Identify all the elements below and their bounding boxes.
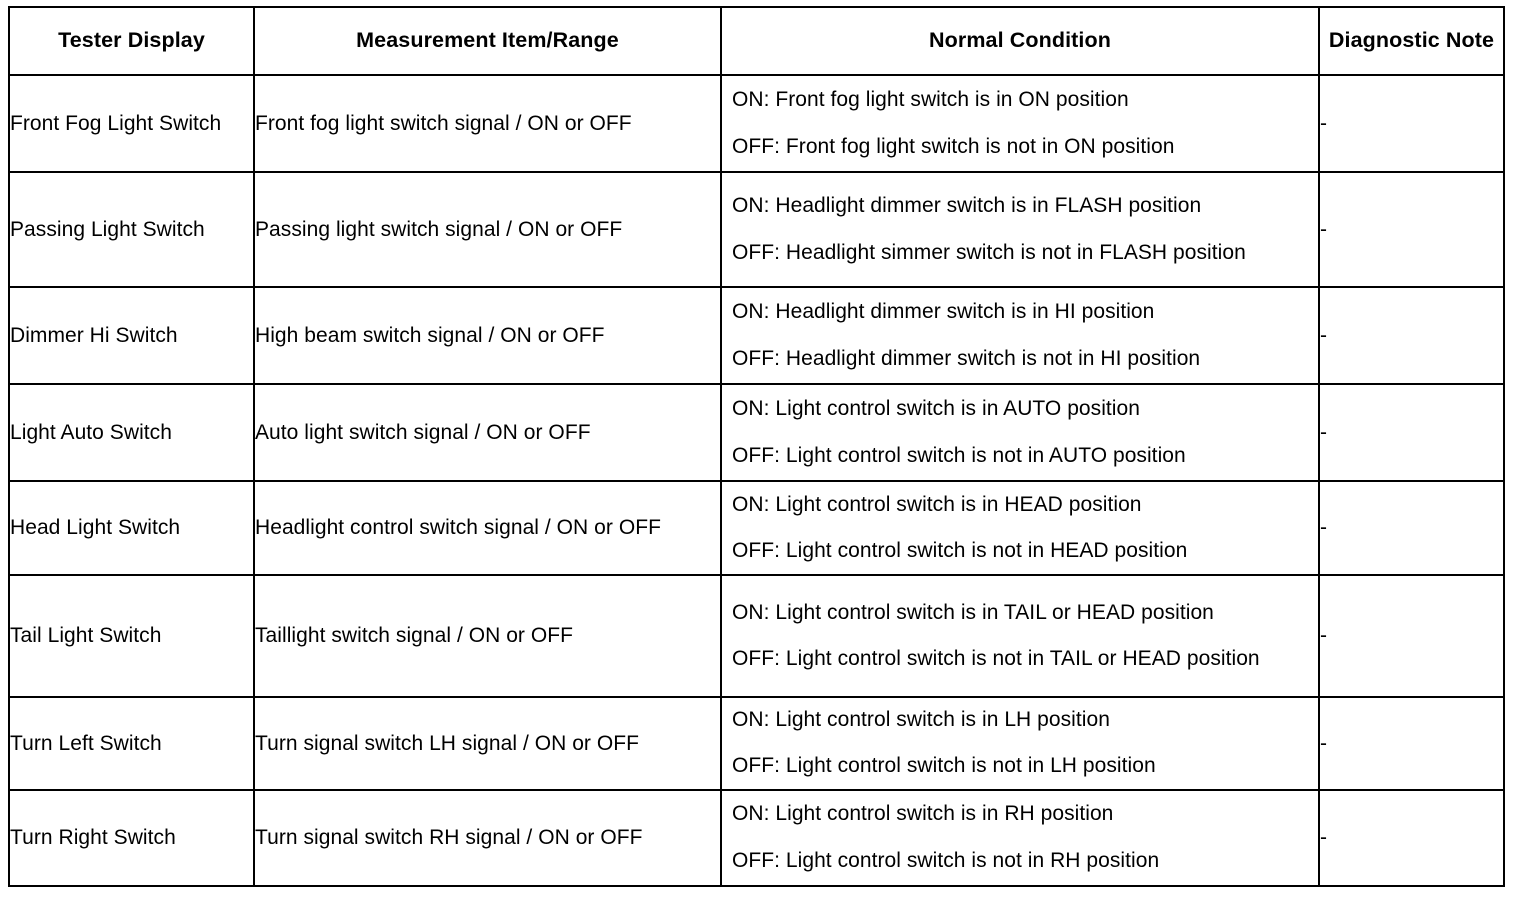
cell-diagnostic-note: - [1318, 696, 1505, 791]
condition-off-line: OFF: Headlight simmer switch is not in F… [732, 240, 1246, 264]
cell-tester-display: Head Light Switch [8, 480, 255, 576]
cell-tester-display: Front Fog Light Switch [8, 74, 255, 173]
condition-on-line: ON: Light control switch is in RH positi… [732, 802, 1114, 826]
cell-measurement: Front fog light switch signal / ON or OF… [253, 74, 722, 173]
column-header-diagnostic-note: Diagnostic Note [1318, 6, 1505, 76]
table-header: Tester Display Measurement Item/Range No… [8, 6, 1505, 76]
condition-off-line: OFF: Light control switch is not in TAIL… [732, 647, 1260, 670]
cell-measurement: Taillight switch signal / ON or OFF [253, 574, 722, 698]
condition-on-line: ON: Light control switch is in AUTO posi… [732, 397, 1140, 421]
column-header-normal-condition: Normal Condition [720, 6, 1320, 76]
table-body: Front Fog Light Switch Front fog light s… [8, 74, 1505, 887]
cell-normal-condition: ON: Light control switch is in RH positi… [720, 788, 1320, 887]
condition-off-line: OFF: Light control switch is not in RH p… [732, 848, 1160, 872]
cell-diagnostic-note: - [1318, 286, 1505, 385]
tester-display-spec-table: Tester Display Measurement Item/Range No… [8, 6, 1505, 887]
cell-normal-condition: ON: Headlight dimmer switch is in HI pos… [720, 286, 1320, 385]
condition-off-line: OFF: Headlight dimmer switch is not in H… [732, 346, 1201, 370]
table-row: Turn Left Switch Turn signal switch LH s… [8, 696, 1505, 791]
table-row: Passing Light Switch Passing light switc… [8, 171, 1505, 288]
condition-off-line: OFF: Light control switch is not in HEAD… [732, 539, 1188, 562]
table-row: Turn Right Switch Turn signal switch RH … [8, 788, 1505, 887]
cell-measurement: Headlight control switch signal / ON or … [253, 480, 722, 576]
condition-on-line: ON: Light control switch is in HEAD posi… [732, 492, 1142, 516]
cell-normal-condition: ON: Front fog light switch is in ON posi… [720, 74, 1320, 173]
table-header-row: Tester Display Measurement Item/Range No… [8, 6, 1505, 76]
cell-tester-display: Turn Left Switch [8, 696, 255, 791]
column-header-measurement-item-range: Measurement Item/Range [253, 6, 722, 76]
cell-tester-display: Passing Light Switch [8, 171, 255, 288]
cell-measurement: Passing light switch signal / ON or OFF [253, 171, 722, 288]
cell-normal-condition: ON: Light control switch is in TAIL or H… [720, 574, 1320, 698]
condition-on-line: ON: Front fog light switch is in ON posi… [732, 88, 1129, 112]
cell-diagnostic-note: - [1318, 574, 1505, 698]
cell-diagnostic-note: - [1318, 383, 1505, 482]
table-row: Light Auto Switch Auto light switch sign… [8, 383, 1505, 482]
table-row: Tail Light Switch Taillight switch signa… [8, 574, 1505, 698]
column-header-tester-display: Tester Display [8, 6, 255, 76]
condition-on-line: ON: Light control switch is in TAIL or H… [732, 600, 1214, 624]
cell-measurement: Auto light switch signal / ON or OFF [253, 383, 722, 482]
cell-tester-display: Light Auto Switch [8, 383, 255, 482]
condition-off-line: OFF: Front fog light switch is not in ON… [732, 134, 1175, 158]
cell-diagnostic-note: - [1318, 171, 1505, 288]
cell-diagnostic-note: - [1318, 74, 1505, 173]
cell-normal-condition: ON: Headlight dimmer switch is in FLASH … [720, 171, 1320, 288]
condition-on-line: ON: Headlight dimmer switch is in FLASH … [732, 194, 1202, 218]
condition-on-line: ON: Headlight dimmer switch is in HI pos… [732, 300, 1155, 324]
cell-normal-condition: ON: Light control switch is in AUTO posi… [720, 383, 1320, 482]
cell-normal-condition: ON: Light control switch is in HEAD posi… [720, 480, 1320, 576]
condition-on-line: ON: Light control switch is in LH positi… [732, 708, 1110, 731]
table-row: Dimmer Hi Switch High beam switch signal… [8, 286, 1505, 385]
cell-measurement: Turn signal switch RH signal / ON or OFF [253, 788, 722, 887]
cell-diagnostic-note: - [1318, 480, 1505, 576]
cell-measurement: Turn signal switch LH signal / ON or OFF [253, 696, 722, 791]
table-row: Head Light Switch Headlight control swit… [8, 480, 1505, 576]
condition-off-line: OFF: Light control switch is not in AUTO… [732, 443, 1186, 467]
cell-tester-display: Dimmer Hi Switch [8, 286, 255, 385]
cell-tester-display: Turn Right Switch [8, 788, 255, 887]
table-row: Front Fog Light Switch Front fog light s… [8, 74, 1505, 173]
cell-normal-condition: ON: Light control switch is in LH positi… [720, 696, 1320, 791]
cell-diagnostic-note: - [1318, 788, 1505, 887]
condition-off-line: OFF: Light control switch is not in LH p… [732, 754, 1156, 778]
cell-tester-display: Tail Light Switch [8, 574, 255, 698]
cell-measurement: High beam switch signal / ON or OFF [253, 286, 722, 385]
